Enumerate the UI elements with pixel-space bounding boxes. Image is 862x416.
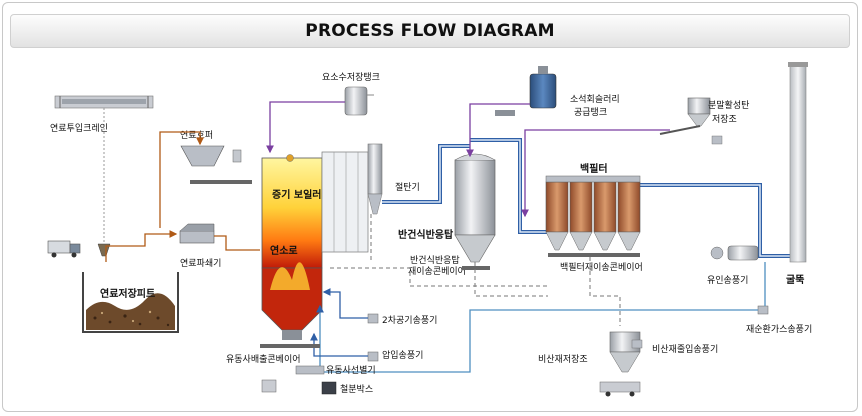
stack <box>788 62 808 263</box>
label-boiler: 증기 보일러 <box>272 188 321 201</box>
recirc-fan <box>757 305 769 315</box>
reactor-conveyor <box>462 266 490 270</box>
lime-line <box>466 103 530 158</box>
label-fuel-crane: 연료투입크레인 <box>50 122 108 134</box>
lime-slurry-tank <box>495 66 557 116</box>
label-iron-box: 철분박스 <box>340 384 373 395</box>
fly-ash-silo <box>599 331 643 397</box>
label-carbon-1: 분말활성탄 <box>708 99 749 111</box>
secondary-air-fan <box>367 313 379 324</box>
label-sand-conveyor: 유동사배출콘베이어 <box>226 354 301 365</box>
ash-lines <box>330 214 621 326</box>
activated-carbon-silo <box>659 97 723 145</box>
label-ash-silo: 비산재저장조 <box>538 354 588 365</box>
label-carbon-2: 저장조 <box>712 114 737 125</box>
label-fuel-hopper: 연료호퍼 <box>180 130 213 141</box>
title-bar: PROCESS FLOW DIAGRAM <box>10 14 850 48</box>
label-reactor: 반건식반응탑 <box>398 228 454 241</box>
fuel-hopper <box>180 145 252 184</box>
diagram-title: PROCESS FLOW DIAGRAM <box>305 21 555 41</box>
label-fuel-shredder: 연료파쇄기 <box>180 258 221 269</box>
fuel-pit <box>82 272 179 333</box>
label-recirc-fan: 재순환가스송풍기 <box>746 323 812 335</box>
label-bag-filter: 백필터 <box>580 162 608 175</box>
label-lime-tank-1: 소석회슬러리 <box>570 94 620 105</box>
diagram-frame <box>2 2 858 412</box>
label-id-fan: 유인송풍기 <box>707 275 748 286</box>
label-reactor-conveyor-1: 반건식반응탑 <box>410 254 460 266</box>
pressure-air-line <box>310 332 368 357</box>
semi-dry-reactor <box>454 153 496 263</box>
label-urea-tank: 요소수저장탱크 <box>322 72 380 83</box>
recirc-line <box>316 304 758 373</box>
label-economizer: 절탄기 <box>395 181 420 193</box>
flue-gas-duct <box>382 138 790 258</box>
bag-filter <box>545 175 641 257</box>
economizer <box>367 143 383 215</box>
label-stack: 굴뚝 <box>786 274 804 286</box>
label-reactor-conveyor-2: 재이송콘베이어 <box>408 266 466 277</box>
label-ash-pneumatic: 비산재줄입송풍기 <box>652 343 718 355</box>
carbon-line <box>521 129 670 218</box>
id-fan <box>710 245 759 261</box>
urea-tank <box>344 86 374 116</box>
label-sand-sieve: 유동사선별기 <box>326 365 376 376</box>
label-bag-conveyor: 백필터재이송콘베이어 <box>560 261 643 273</box>
label-pressure-fan: 압입송풍기 <box>382 349 423 361</box>
fuel-shredder <box>179 223 215 244</box>
label-lime-tank-2: 공급탱크 <box>574 107 607 118</box>
label-secondary-fan: 2차공기송풍기 <box>382 314 437 326</box>
label-furnace: 연소로 <box>270 244 298 257</box>
fuel-lines <box>105 131 260 262</box>
delivery-truck <box>47 240 81 258</box>
furnace-boiler <box>261 151 369 340</box>
urea-line <box>266 101 345 154</box>
secondary-air-line <box>322 288 368 319</box>
label-fuel-pit: 연료저장피트 <box>100 287 155 300</box>
sand-handling <box>260 344 337 395</box>
pressure-fan <box>367 351 379 362</box>
fuel-crane <box>54 95 154 244</box>
